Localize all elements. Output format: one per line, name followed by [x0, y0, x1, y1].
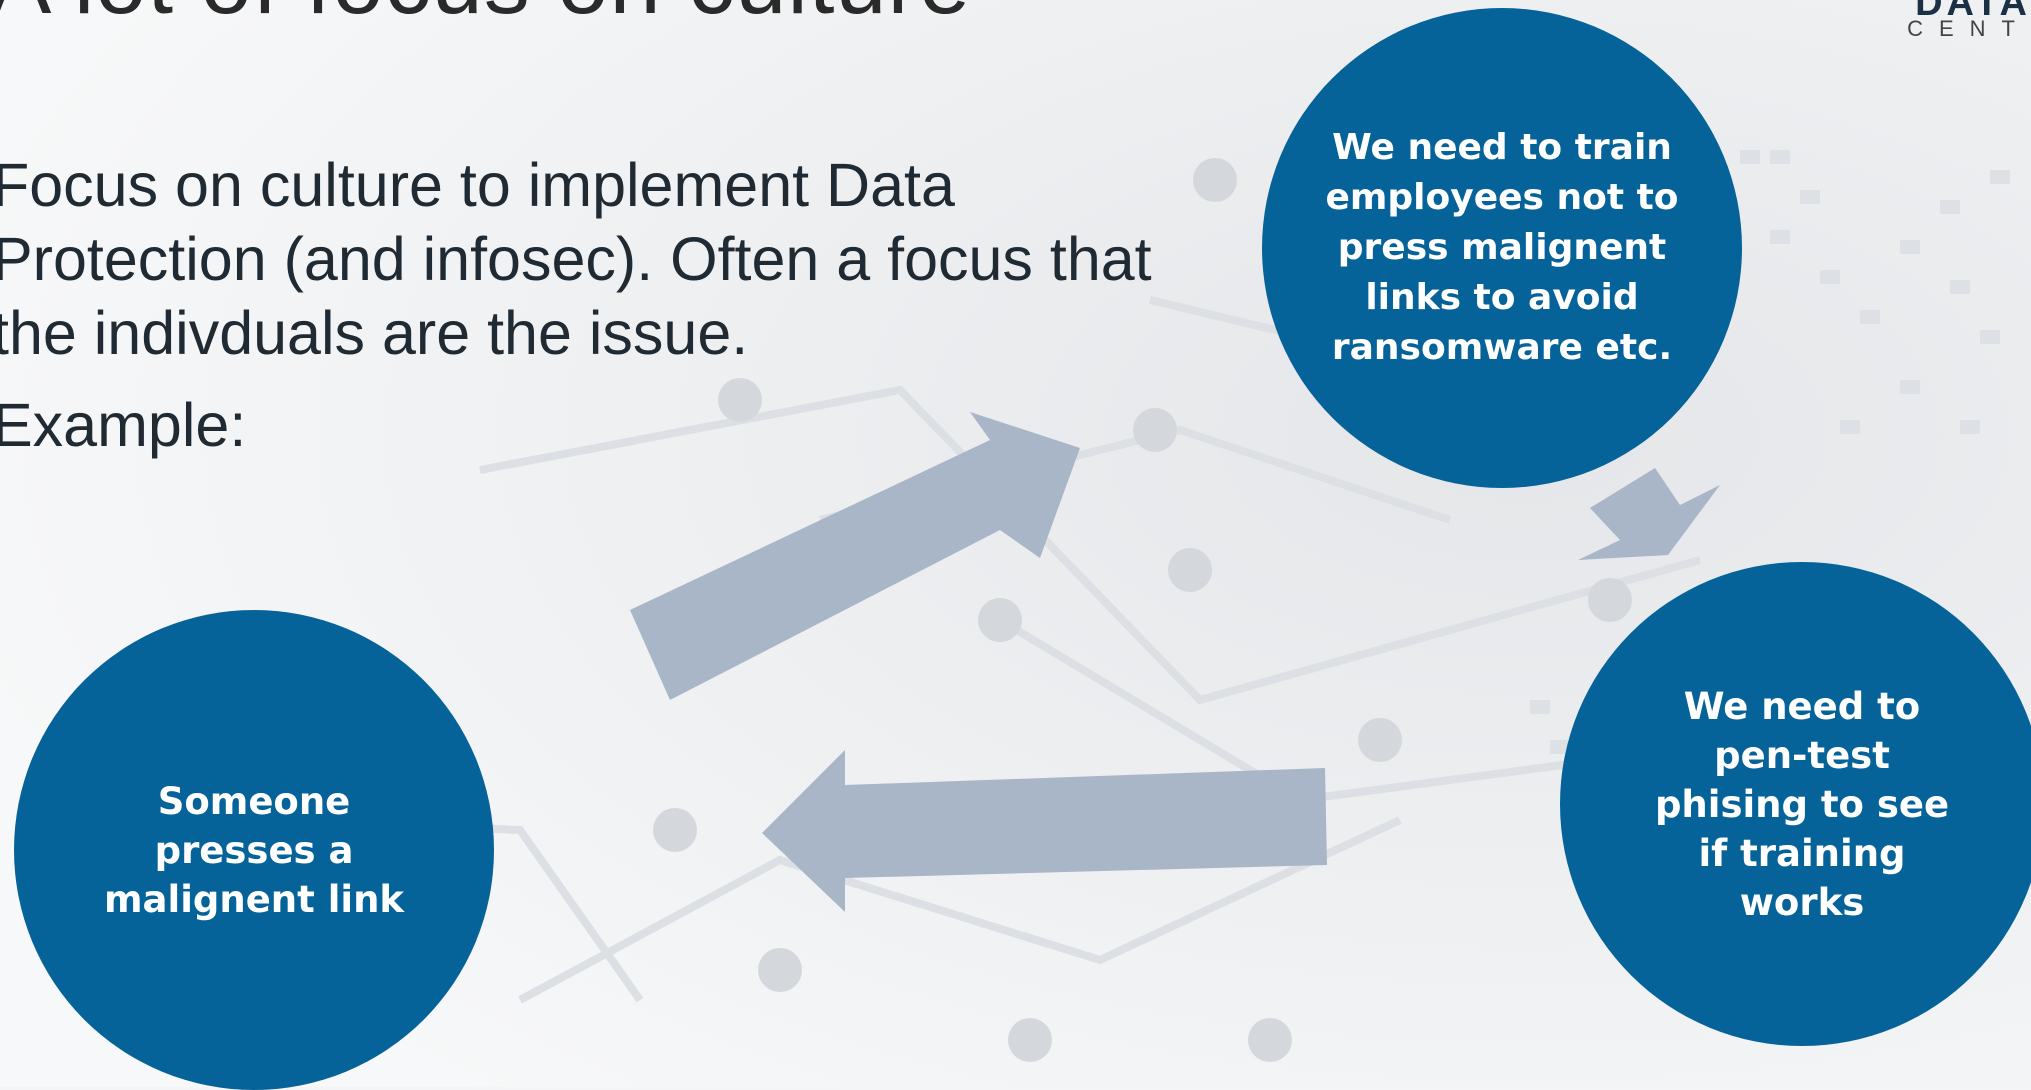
cycle-node-incident: Someone presses a malignent link — [14, 610, 494, 1090]
logo-text: DATA — [1915, 0, 2031, 24]
node-label: We need to pen-test phising to see if tr… — [1654, 684, 1950, 924]
arrow-left — [762, 750, 1327, 912]
node-label: Someone presses a malignent link — [103, 779, 405, 921]
slide-title: A lot of focus on culture — [0, 0, 971, 35]
cycle-node-pentest: We need to pen-test phising to see if tr… — [1560, 562, 2031, 1046]
arrow-down — [1578, 468, 1720, 560]
arrow-up-right — [630, 412, 1080, 700]
body-paragraph: Focus on culture to implement Data Prote… — [0, 151, 1152, 367]
body-text: Focus on culture to implement Data Prote… — [0, 148, 1222, 480]
node-label: We need to train employees not to press … — [1325, 127, 1679, 368]
body-paragraph: Example: — [0, 391, 247, 459]
logo-subtext: CENT — [1907, 16, 2031, 41]
cycle-node-train: We need to train employees not to press … — [1262, 8, 1742, 488]
